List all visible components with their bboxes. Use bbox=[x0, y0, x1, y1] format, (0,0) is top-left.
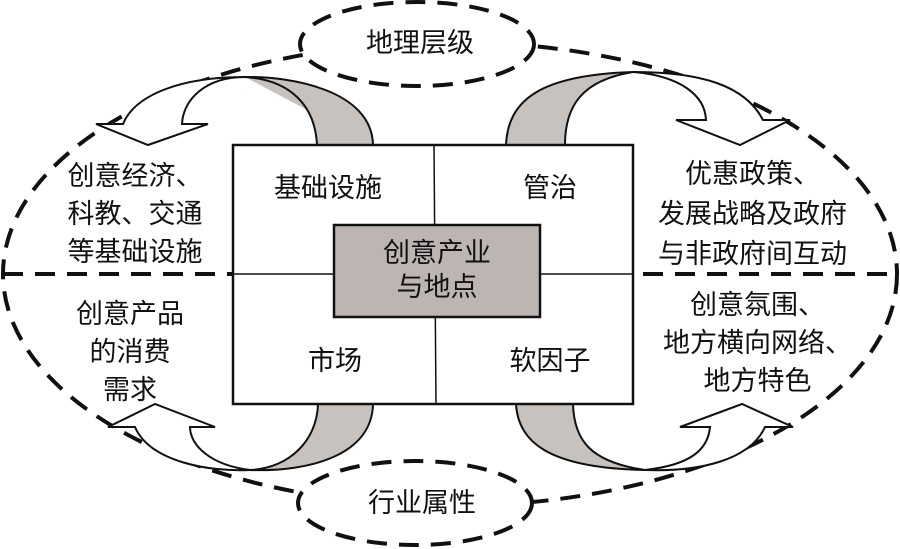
center-label-line: 创意产业 bbox=[383, 238, 491, 269]
outer-label-line: 创意氛围、 bbox=[690, 290, 825, 321]
center-label: 创意产业 与地点 bbox=[334, 237, 540, 305]
outer-label-line: 等基础设施 bbox=[67, 237, 203, 268]
outer-label-line: 地方特色 bbox=[703, 366, 812, 397]
bottom-dashed-ellipse bbox=[296, 459, 534, 547]
top-dashed-ellipse bbox=[298, 0, 536, 88]
outer-label-line: 优惠政策、 bbox=[685, 159, 820, 190]
curved-arrow-bottom-left bbox=[107, 402, 375, 472]
curved-arrow-top-left bbox=[95, 75, 374, 147]
center-box bbox=[332, 223, 542, 319]
outer-bottom-left-label: 创意产品 的消费 需求 bbox=[60, 296, 200, 410]
outer-top-right-label: 优惠政策、 发展战略及政府 与非政府间互动 bbox=[640, 155, 865, 275]
outer-label-line: 科教、交通 bbox=[67, 199, 203, 230]
quadrant-bottom-right-label: 软因子 bbox=[509, 346, 591, 377]
bottom-ellipse-label: 行业属性 bbox=[368, 488, 476, 519]
quadrant-top-left-label: 基础设施 bbox=[274, 173, 382, 204]
outer-label-line: 的消费 bbox=[89, 337, 171, 368]
quadrant-top-right-label: 管治 bbox=[523, 173, 577, 204]
outer-label-line: 与非政府间互动 bbox=[658, 239, 847, 270]
center-label-line: 与地点 bbox=[396, 272, 478, 303]
outer-label-line: 需求 bbox=[103, 375, 157, 406]
curved-arrow-bottom-right bbox=[514, 402, 794, 472]
outer-top-left-label: 创意经济、 科教、交通 等基础设施 bbox=[50, 158, 220, 272]
outer-label-line: 地方横向网络、 bbox=[663, 328, 852, 359]
outer-label-line: 发展战略及政府 bbox=[658, 199, 847, 230]
curved-arrow-top-right bbox=[504, 71, 791, 147]
quadrant-bottom-left-label: 市场 bbox=[308, 346, 362, 377]
top-ellipse-label: 地理层级 bbox=[366, 28, 474, 59]
outer-bottom-right-label: 创意氛围、 地方横向网络、 地方特色 bbox=[645, 287, 870, 401]
outer-label-line: 创意产品 bbox=[76, 299, 184, 330]
outer-label-line: 创意经济、 bbox=[67, 161, 203, 192]
